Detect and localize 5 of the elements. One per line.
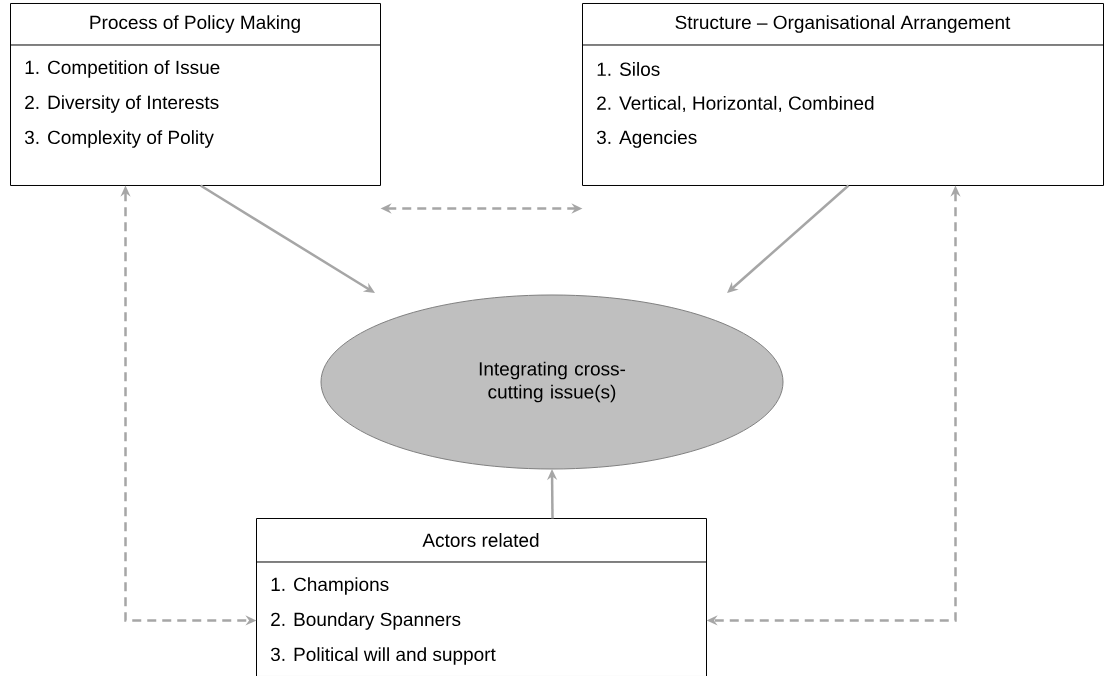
list-box: Process of Policy Making 1. Competition of Issue 2. Diversity of Interests 3. Complexity of Polity <box>9 3 381 186</box>
arrow <box>199 184 375 293</box>
arrow <box>727 184 850 293</box>
list-box: Actors related 1. Champions 2. Boundary Spanners 3. Political will and support <box>255 518 707 676</box>
list-box: Structure – Organisational Arrangement 1. Silos 2. Vertical, Horizontal, Combined 3. Agencies <box>581 3 1104 186</box>
